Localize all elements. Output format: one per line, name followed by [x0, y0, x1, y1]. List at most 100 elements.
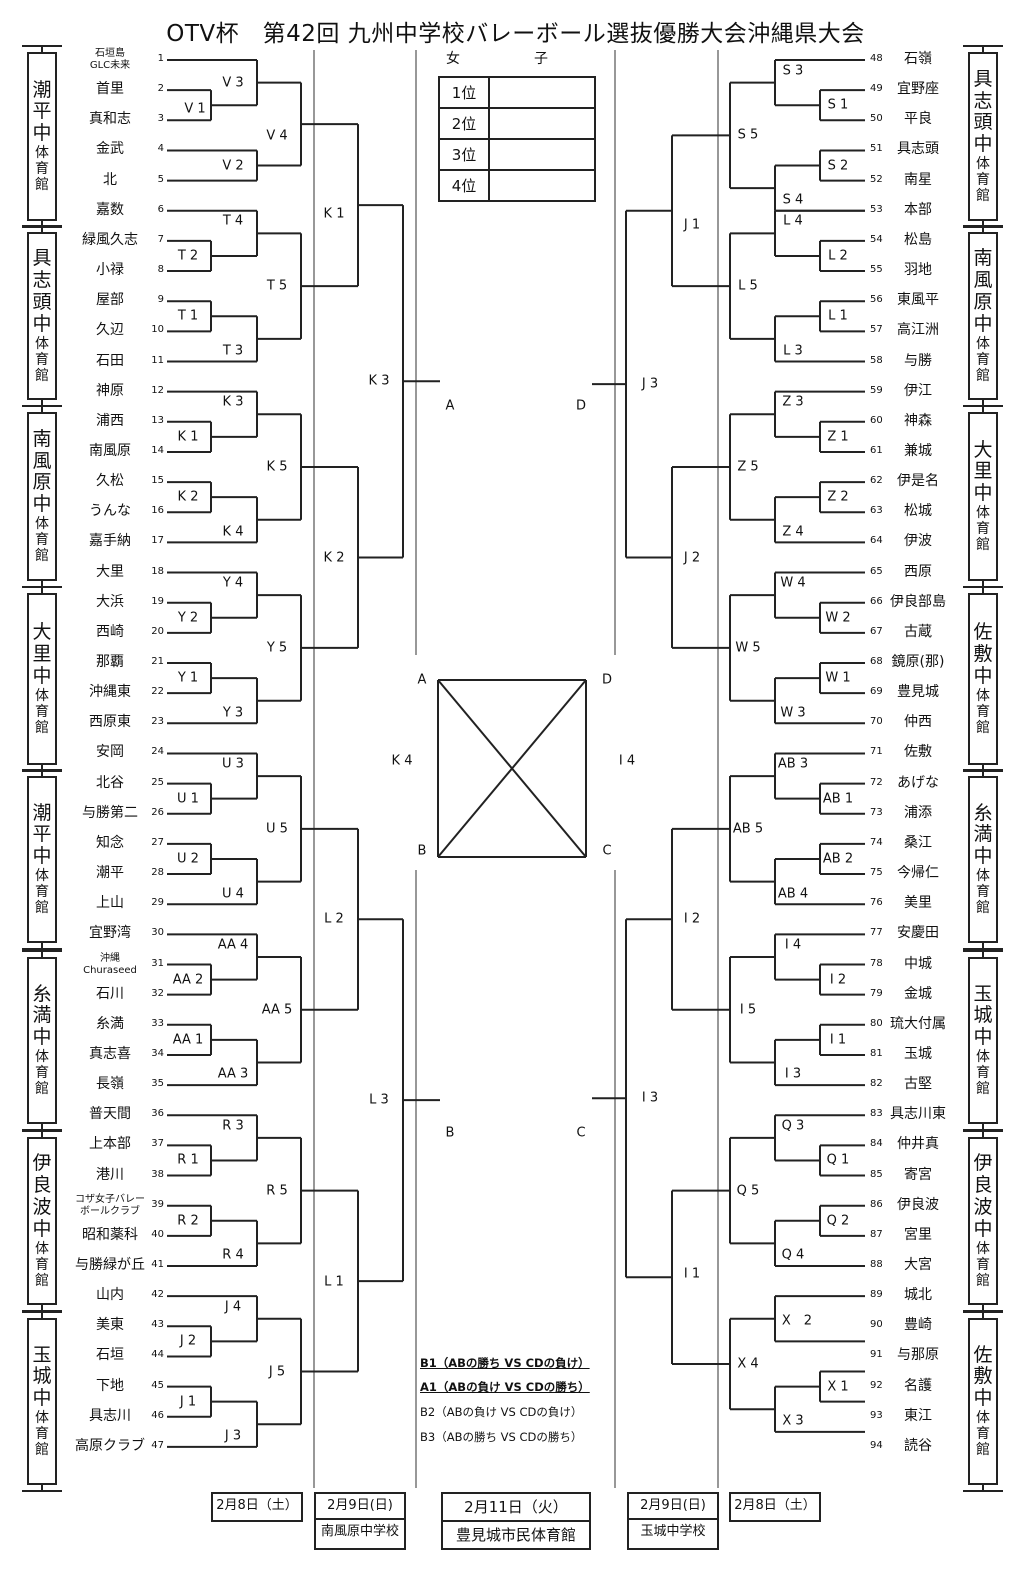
match-label: I 2: [829, 972, 847, 988]
match-label: K 5: [266, 459, 288, 475]
seed-number: 81: [870, 1047, 883, 1059]
venue-stem: [41, 581, 43, 588]
venue-char: 具: [32, 247, 52, 270]
seed-number: 36: [151, 1108, 164, 1120]
corner-a: A: [417, 672, 427, 688]
team-name: 屋部: [96, 292, 124, 309]
seed-number: 63: [870, 505, 883, 517]
match-label: K 2: [177, 489, 199, 505]
venue-char: 風: [973, 269, 993, 292]
venue-char: 具: [973, 67, 993, 90]
date-text: 2月8日（土）: [734, 1498, 816, 1513]
venue-stem: [982, 405, 984, 412]
seed-number: 38: [151, 1168, 164, 1180]
team-name: 古堅: [904, 1076, 932, 1093]
match-label: I 4: [784, 937, 802, 953]
seed-number: 34: [151, 1047, 164, 1059]
team-name: 西原東: [89, 714, 131, 731]
venue-char: 中: [973, 664, 993, 687]
venue-char: 館: [35, 367, 49, 384]
match-label: J 3: [641, 376, 659, 392]
venue-stem: [982, 45, 984, 52]
match-label: W 4: [780, 575, 806, 591]
venue-right: 糸満中体育館: [968, 776, 998, 943]
seed-number: 4: [157, 143, 164, 155]
team-name: 大里: [96, 563, 124, 580]
note-b3: B3（ABの勝ち VS CDの勝ち）: [420, 1430, 583, 1444]
match-label: V 4: [266, 128, 288, 144]
venue-text: 豊見城市民体育館: [455, 1526, 576, 1544]
team-name: 琉大付属: [890, 1015, 946, 1032]
venue-stem: [41, 586, 43, 593]
seed-number: 8: [157, 264, 164, 276]
venue-stem: [982, 225, 984, 232]
team-name: 金城: [904, 985, 932, 1002]
rank-label: 2位: [438, 107, 490, 140]
team-name: 港川: [96, 1166, 124, 1183]
rank-row: 3位: [438, 138, 596, 171]
venue-char: 中: [973, 482, 993, 505]
venue-char: 頭: [973, 111, 993, 134]
match-label: Z 4: [782, 524, 804, 540]
seed-number: 92: [870, 1379, 883, 1391]
seed-number: 66: [870, 595, 883, 607]
team-name: 緑風久志: [82, 231, 138, 248]
venue-char: 満: [32, 1004, 52, 1027]
venue-char: 中: [973, 133, 993, 156]
seed-number: 64: [870, 535, 883, 547]
venue-stem: [982, 221, 984, 228]
match-label: K 3: [368, 373, 390, 389]
match-label: W 3: [780, 705, 806, 721]
seed-number: 56: [870, 294, 883, 306]
date-text: 2月11日（火）: [443, 1494, 589, 1522]
venue-char: 佐: [973, 1343, 993, 1366]
match-label: S 4: [782, 192, 804, 208]
date-right-day1: 2月8日（土）: [729, 1492, 821, 1522]
venue-char: 伊: [32, 1152, 52, 1175]
team-name: 上本部: [89, 1136, 131, 1153]
team-name: 宜野湾: [89, 925, 131, 942]
match-label: X 3: [782, 1413, 804, 1429]
seed-number: 62: [870, 475, 883, 487]
team-name: 宜野座: [897, 81, 939, 98]
venue-char: 館: [976, 900, 990, 917]
match-label: R 3: [222, 1118, 244, 1134]
seed-number: 23: [151, 716, 164, 728]
category-label: 女 子: [446, 51, 578, 67]
seed-number: 83: [870, 1108, 883, 1120]
venue-char: 育: [976, 351, 990, 368]
seed-number: 88: [870, 1259, 883, 1270]
team-name: 真和志: [89, 111, 131, 128]
feed-left-top: A: [445, 398, 455, 414]
match-label: U 2: [177, 851, 199, 867]
seed-number: 1: [157, 53, 164, 64]
team-name: 玉城: [904, 1045, 932, 1062]
seed-number: 85: [870, 1168, 883, 1180]
venue-char: 城: [32, 1365, 52, 1388]
seed-number: 87: [870, 1228, 883, 1240]
match-label: R 5: [266, 1183, 288, 1199]
venue-char: 中: [32, 312, 52, 335]
seed-number: 45: [151, 1379, 164, 1391]
venue-char: 平: [32, 823, 52, 846]
seed-number: 37: [151, 1138, 164, 1150]
match-label: AA 3: [217, 1066, 249, 1082]
venue-char: 館: [35, 1442, 49, 1459]
venue-right: 具志頭中体育館: [968, 52, 998, 221]
seed-number: 61: [870, 444, 883, 456]
team-name: 昭和薬科: [82, 1226, 138, 1243]
venue-left: 玉城中体育館: [27, 1318, 57, 1485]
team-name: 仲西: [904, 714, 932, 731]
venue-char: 育: [976, 1256, 990, 1273]
venue-stem: [982, 1311, 984, 1318]
venue-text: 南風原中学校: [320, 1524, 399, 1539]
venue-char: 風: [32, 449, 52, 472]
venue-char: 館: [35, 719, 49, 736]
team-name: 美東: [96, 1317, 124, 1334]
team-name: 桑江: [904, 834, 932, 851]
team-name: 城北: [904, 1287, 932, 1304]
team-name: 南星: [904, 171, 932, 188]
venue-char: 育: [976, 884, 990, 901]
seed-number: 76: [870, 897, 883, 909]
team-name: 神森: [904, 412, 932, 429]
